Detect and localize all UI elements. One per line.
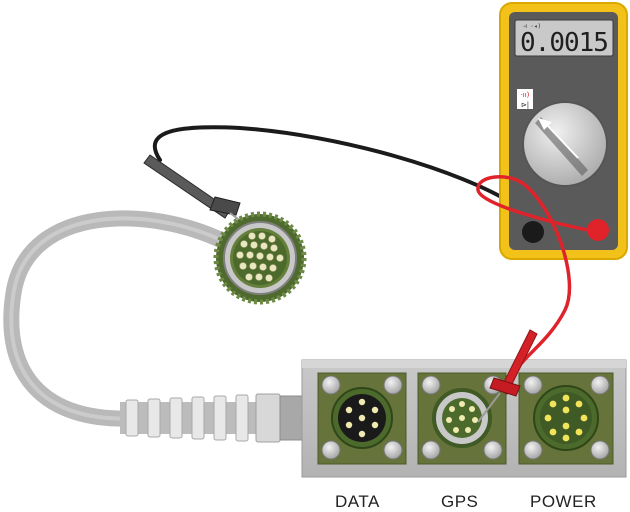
dial-arrow-icon [538,118,552,130]
black-probe-wire [152,125,535,234]
round-connector [213,211,307,305]
svg-text:·ıı): ·ıı) [521,91,530,99]
cable-strain-relief [120,393,305,443]
com-jack[interactable] [522,221,544,243]
lcd-reading: 0.0015 [520,28,608,58]
grey-cable [3,210,233,427]
svg-text:⊣ ·◂): ⊣ ·◂) [523,23,541,30]
diode-icon [517,99,533,109]
svg-text:⊳|: ⊳| [521,101,529,109]
input-jack[interactable] [587,219,609,241]
port-label-data: DATA [335,492,380,511]
port-label-power: POWER [530,492,597,511]
port-label-gps: GPS [441,492,479,511]
power-port [518,372,614,465]
junction-box [301,359,627,478]
continuity-icon [517,89,533,99]
data-port [317,372,407,465]
red-probe [477,329,538,423]
red-probe-wire [476,175,600,374]
multimeter: ⊣ ·◂) 0.0015 ·ıı) ⊳| [499,2,628,260]
rotary-dial[interactable] [522,101,608,187]
lcd-display [514,19,614,57]
